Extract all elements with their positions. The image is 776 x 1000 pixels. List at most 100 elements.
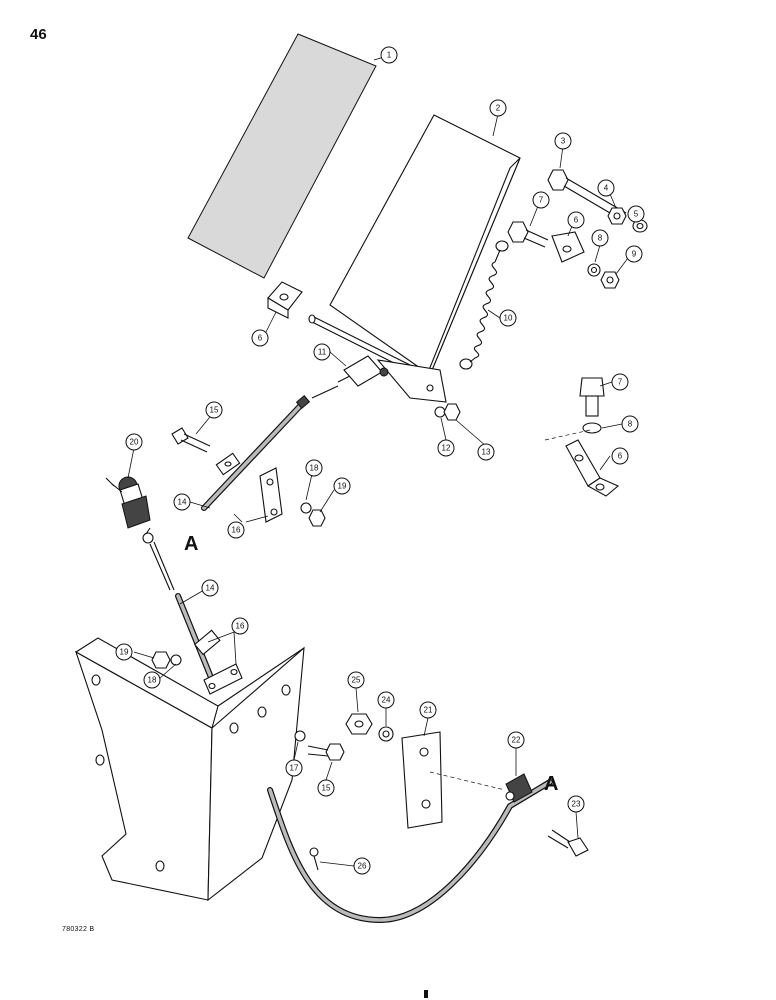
lock-washer-8-right-part [582, 422, 602, 434]
leader-lines [127, 55, 639, 867]
svg-text:19: 19 [120, 648, 129, 657]
callout-7-upper: 7 [532, 191, 550, 209]
svg-text:25: 25 [352, 676, 361, 685]
callout-8-right: 8 [621, 415, 639, 433]
pivot-bolt-part [547, 169, 627, 221]
nut-19-lower-part [151, 651, 171, 669]
svg-text:13: 13 [482, 448, 491, 457]
callout-22: 22 [507, 731, 525, 749]
callout-12: 12 [437, 439, 455, 457]
svg-text:1: 1 [387, 51, 392, 60]
callout-4: 5 [627, 205, 645, 223]
figure-code: 780322 B [62, 926, 95, 933]
callout-14-lower: 14 [201, 579, 219, 597]
svg-text:18: 18 [148, 676, 157, 685]
lock-washer-8-part [587, 263, 601, 277]
svg-text:12: 12 [442, 444, 451, 453]
callout-17: 17 [285, 759, 303, 777]
svg-text:26: 26 [358, 862, 367, 871]
svg-text:14: 14 [206, 584, 215, 593]
bracket-left-part [267, 281, 303, 319]
cable-yoke-part [337, 355, 389, 387]
callout-1: 2 [489, 99, 507, 117]
throttle-knob-part [105, 476, 154, 544]
nut-9-part [600, 271, 620, 289]
svg-text:8: 8 [628, 420, 633, 429]
svg-text:22: 22 [512, 736, 521, 745]
callout-24: 24 [377, 691, 395, 709]
svg-text:2: 2 [496, 104, 501, 113]
cable-clamp-22-part [505, 773, 533, 803]
callout-11: 11 [313, 343, 331, 361]
nut-25-part [345, 713, 373, 735]
bolt-15-upper-part [171, 427, 211, 453]
callout-21: 21 [419, 701, 437, 719]
washer-4-part [632, 219, 648, 233]
washer-24-part [378, 726, 394, 742]
svg-text:21: 21 [424, 706, 433, 715]
callout-25: 25 [347, 671, 365, 689]
svg-text:23: 23 [572, 800, 581, 809]
callout-18-lower: 18 [143, 671, 161, 689]
svg-text:3: 3 [561, 137, 566, 146]
mounting-bracket-part [74, 637, 305, 902]
callout-23: 23 [567, 795, 585, 813]
svg-text:24: 24 [382, 696, 391, 705]
svg-text:18: 18 [310, 464, 319, 473]
ground-cable-part [267, 779, 553, 924]
callout-26: 26 [353, 857, 371, 875]
callout-15-upper: 15 [205, 401, 223, 419]
svg-text:20: 20 [130, 438, 139, 447]
bolt-7-right-part [579, 377, 605, 417]
svg-text:11: 11 [318, 348, 327, 357]
svg-text:7: 7 [618, 378, 623, 387]
washer-18-upper-part [300, 502, 312, 514]
svg-text:8: 8 [598, 234, 603, 243]
pedal-part [308, 114, 521, 403]
callout-10: 10 [499, 309, 517, 327]
callout-14-upper: 14 [173, 493, 191, 511]
svg-text:10: 10 [504, 314, 513, 323]
svg-text:16: 16 [232, 526, 241, 535]
svg-text:7: 7 [539, 196, 544, 205]
nut-13-part [443, 403, 461, 421]
svg-text:17: 17 [290, 764, 299, 773]
throttle-cable-lower-part [149, 541, 215, 683]
callout-9: 9 [625, 245, 643, 263]
callout-3: 3 [554, 132, 572, 150]
pedal-pad-part [187, 33, 377, 279]
ref-letter-a-upper: A [184, 533, 198, 555]
callout-19-lower: 19 [115, 643, 133, 661]
bracket-right-part [565, 439, 620, 497]
nut-19-upper-part [308, 509, 326, 527]
callout-2: 1 [380, 46, 398, 64]
callout-13: 13 [477, 443, 495, 461]
callout-6-upper: 6 [567, 211, 585, 229]
callout-20: 20 [125, 433, 143, 451]
cable-clamp-upper-part [215, 452, 283, 523]
plate-21-part [401, 731, 443, 829]
callout-8-upper: 8 [591, 229, 609, 247]
callout-15-lower: 15 [317, 779, 335, 797]
callout-18-upper: 18 [305, 459, 323, 477]
callout-16-upper: 16 [227, 521, 245, 539]
svg-text:19: 19 [338, 482, 347, 491]
callout-7-right: 7 [611, 373, 629, 391]
ref-letter-a-lower: A [544, 773, 558, 795]
svg-text:5: 5 [634, 210, 639, 219]
svg-text:9: 9 [632, 250, 637, 259]
svg-text:4: 4 [604, 184, 609, 193]
callout-19-upper: 19 [333, 477, 351, 495]
svg-text:14: 14 [178, 498, 187, 507]
throttle-cable-upper-part [201, 385, 339, 511]
bolt-7-part [507, 221, 549, 248]
bolt-15-lower-part [307, 743, 345, 761]
callout-5: 4 [597, 179, 615, 197]
svg-text:6: 6 [618, 452, 623, 461]
nut-5-part [607, 207, 627, 225]
return-spring-part [459, 240, 509, 370]
callout-6-left: 6 [251, 329, 269, 347]
clamp-block-part [551, 231, 585, 263]
callout-16-lower: 16 [231, 617, 249, 635]
svg-text:6: 6 [574, 216, 579, 225]
